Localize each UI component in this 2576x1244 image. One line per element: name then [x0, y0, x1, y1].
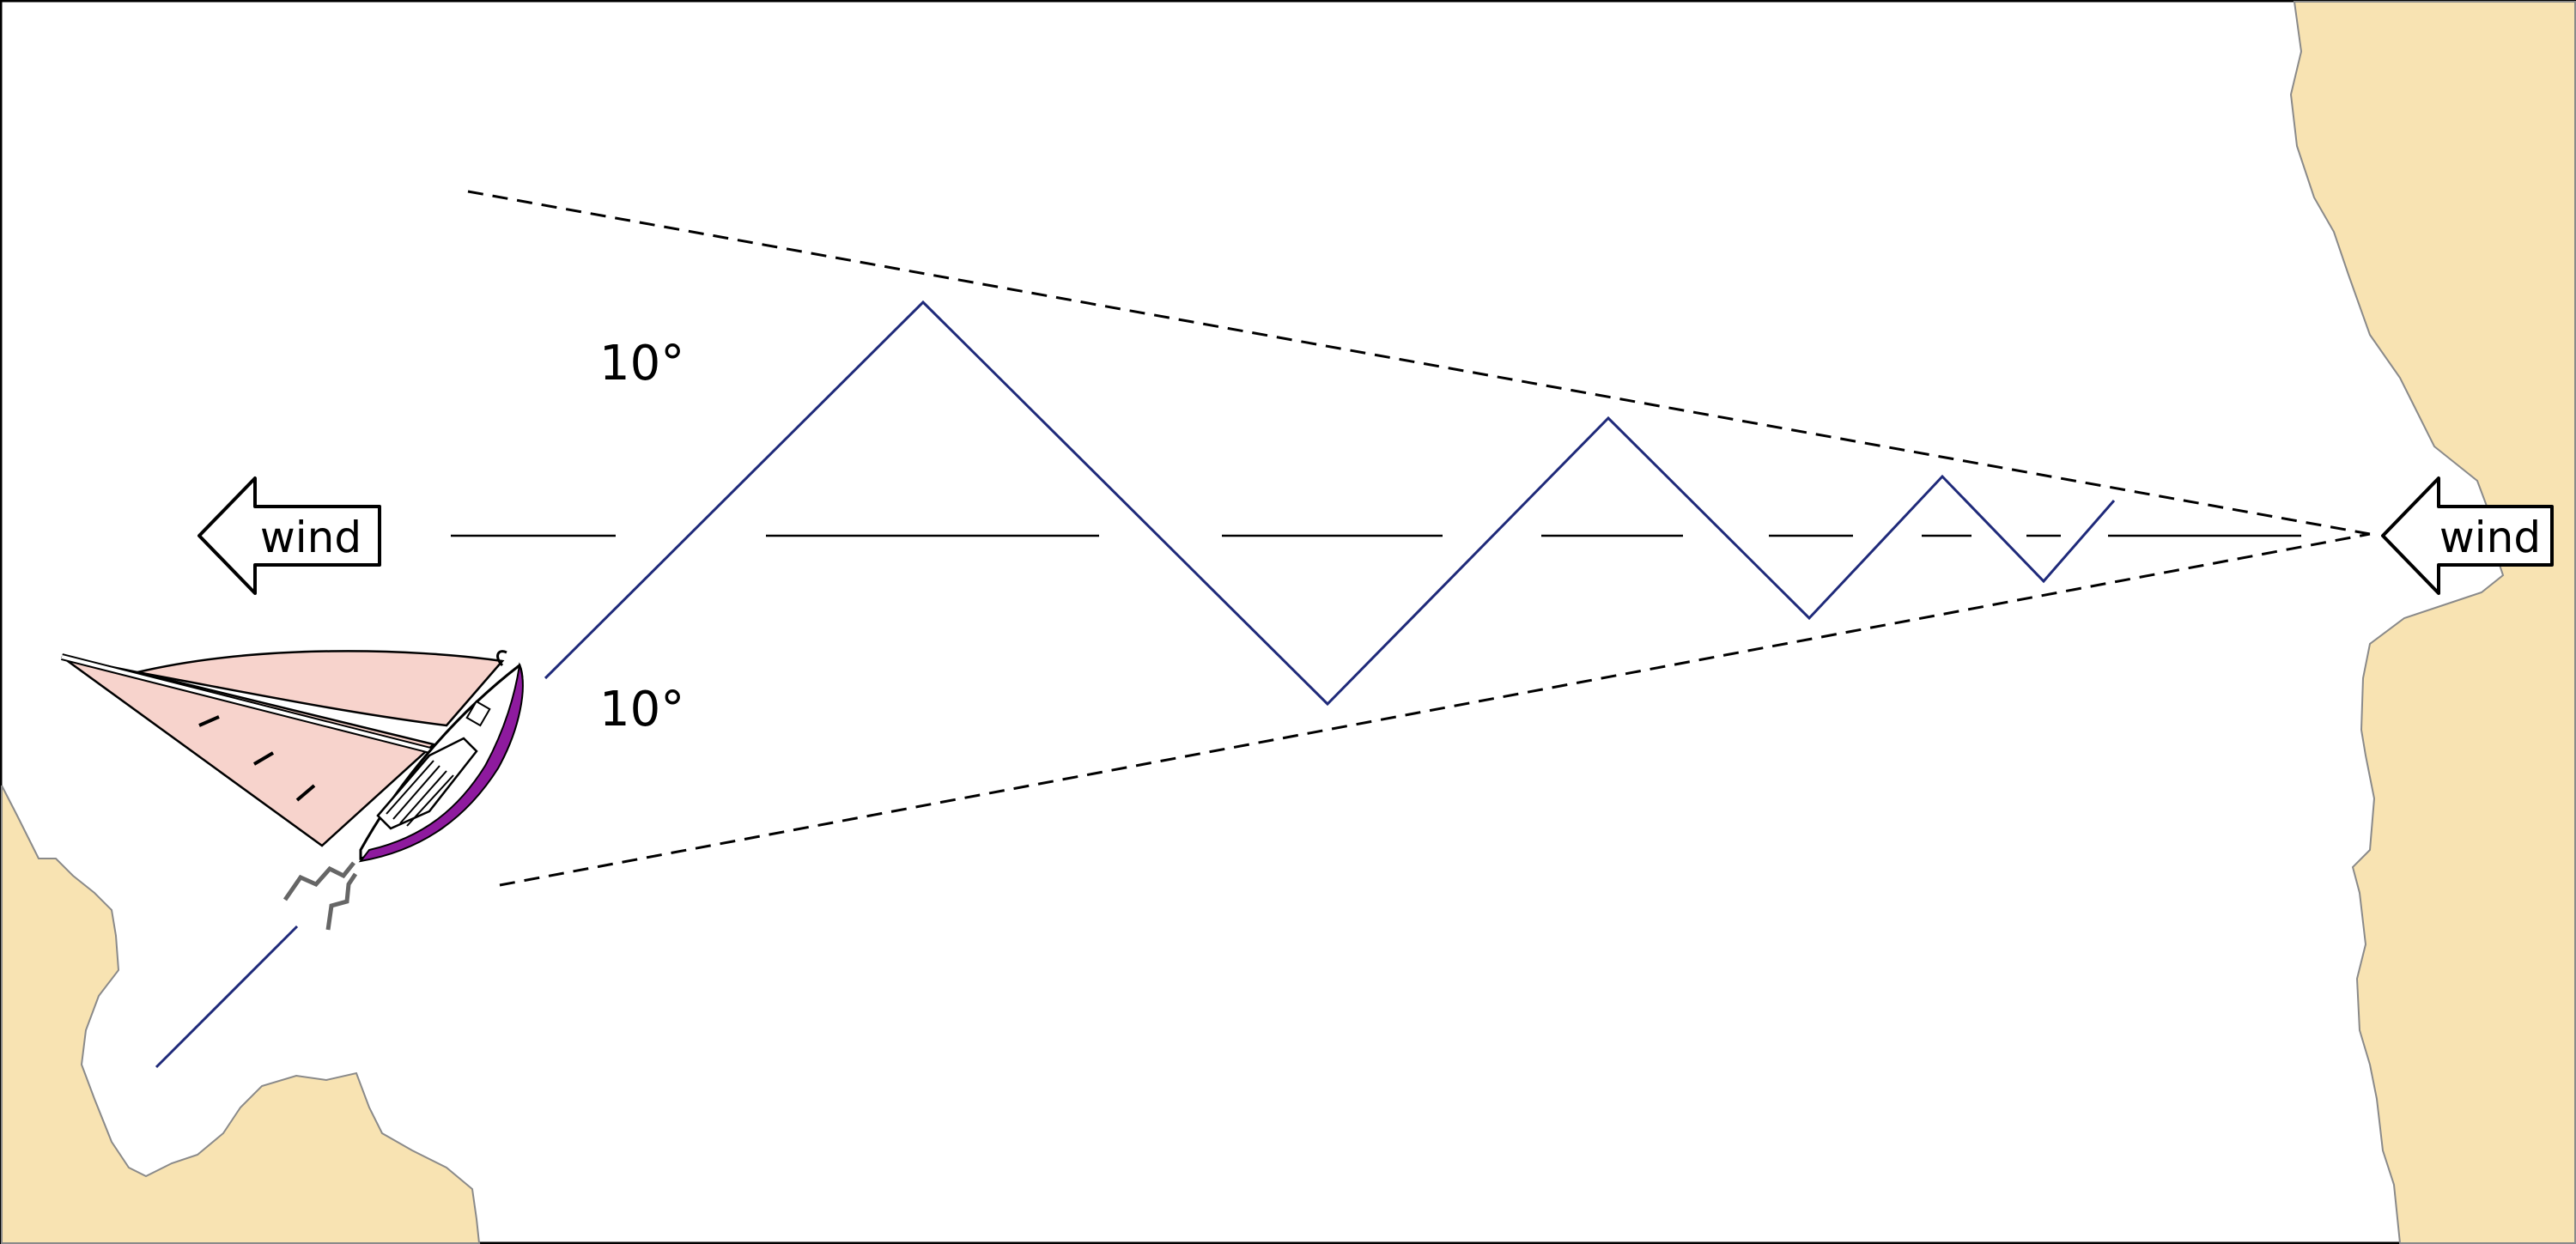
left-coastline	[1, 785, 481, 1244]
headsail	[137, 650, 505, 727]
sailboat-icon	[61, 650, 524, 931]
angle-label-bottom: 10°	[599, 682, 684, 737]
approach-course	[155, 925, 299, 1069]
angle-label-top: 10°	[599, 336, 684, 391]
wind-label-left: wind	[260, 513, 361, 562]
tacking-course	[544, 300, 2116, 707]
left-arrow-icon	[2381, 476, 2554, 595]
hull-accent	[358, 662, 524, 863]
wake-left	[283, 861, 355, 901]
wind-arrow-right: wind	[2381, 476, 2554, 595]
lower-boundary-line	[499, 532, 2371, 887]
right-coastline	[2289, 0, 2576, 1244]
left-arrow-icon	[197, 476, 381, 595]
wind-arrow-left: wind	[197, 476, 381, 595]
wake-right	[325, 872, 358, 931]
wind-label-right: wind	[2439, 513, 2541, 562]
cabin	[376, 737, 478, 830]
